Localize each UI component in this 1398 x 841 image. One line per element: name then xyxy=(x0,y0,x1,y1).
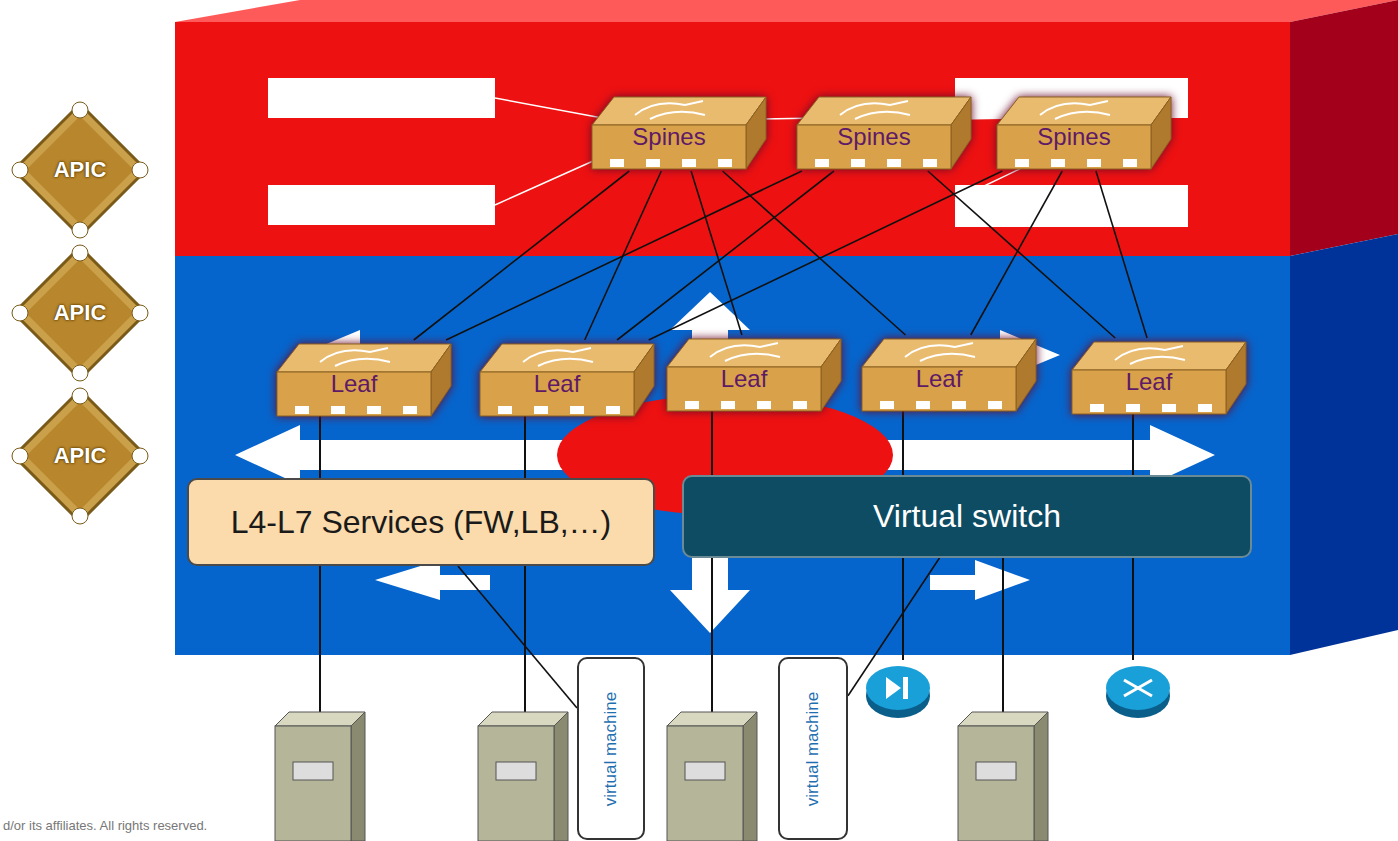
link-line xyxy=(458,566,577,708)
node-label: APIC xyxy=(10,386,150,526)
spine-mesh-lines xyxy=(495,98,1080,205)
switch-node: Leaf xyxy=(478,340,656,418)
apic-controller: APIC xyxy=(10,100,150,240)
traffic-arrows xyxy=(235,292,1215,633)
node-label: Spines xyxy=(590,123,748,151)
vm-box: virtual machine xyxy=(778,657,848,840)
link-line xyxy=(691,171,742,335)
blue-front-face xyxy=(175,256,1290,655)
link-line xyxy=(649,171,1003,340)
link-line xyxy=(446,171,802,340)
switch-node: Leaf xyxy=(860,335,1038,413)
appliance-icon xyxy=(866,666,930,718)
switch-node: Leaf xyxy=(1070,338,1248,416)
link-line xyxy=(617,171,834,340)
white-bar xyxy=(268,185,495,225)
apic-controller: APIC xyxy=(10,243,150,383)
red-side-face xyxy=(1290,0,1398,256)
node-label: Spines xyxy=(995,123,1153,151)
copyright-note: d/or its affiliates. All rights reserved… xyxy=(3,818,207,833)
link-line xyxy=(1096,171,1147,338)
node-label: Leaf xyxy=(1070,368,1228,396)
node-label: Virtual switch xyxy=(863,498,1071,535)
node-label: L4-L7 Services (FW,LB,…) xyxy=(221,504,622,541)
node-label: Leaf xyxy=(860,365,1018,393)
link-line xyxy=(928,171,1115,338)
node-label: Spines xyxy=(795,123,953,151)
switch-node: Spines xyxy=(590,93,768,171)
vm-box: virtual machine xyxy=(577,657,645,840)
switch-node: Spines xyxy=(995,93,1173,171)
white-bar xyxy=(955,185,1188,227)
node-label: Leaf xyxy=(665,365,823,393)
node-label: virtual machine xyxy=(601,691,621,805)
switch-node: Leaf xyxy=(275,340,453,418)
node-label: APIC xyxy=(10,100,150,240)
link-line xyxy=(848,558,939,696)
node-label: virtual machine xyxy=(803,691,823,805)
node-label: Leaf xyxy=(275,370,433,398)
virtual-switch-box: Virtual switch xyxy=(682,475,1252,558)
node-label: APIC xyxy=(10,243,150,383)
red-front-face xyxy=(175,22,1290,256)
red-top-face xyxy=(175,0,1398,22)
switch-node: Spines xyxy=(795,93,973,171)
server-icons xyxy=(275,712,1048,841)
apic-controller: APIC xyxy=(10,386,150,526)
router-icon xyxy=(1106,666,1170,718)
link-line xyxy=(971,171,1062,335)
switch-node: Leaf xyxy=(665,335,843,413)
blue-side-face xyxy=(1290,234,1398,655)
services-box: L4-L7 Services (FW,LB,…) xyxy=(187,478,655,566)
node-label: Leaf xyxy=(478,370,636,398)
white-bar xyxy=(268,78,495,118)
